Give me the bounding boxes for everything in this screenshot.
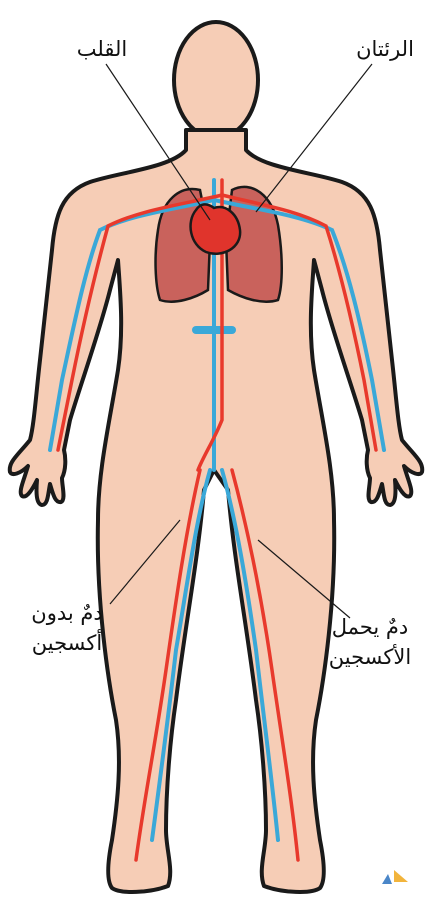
oxygenated-label-line1: دمٌ يحمل (318, 612, 422, 642)
publisher-logo-icon (382, 870, 408, 884)
heart (191, 204, 241, 253)
deoxygenated-blood-label: دمٌ بدون أكسجين (22, 598, 112, 658)
lungs-label: الرئتان (340, 34, 430, 64)
head (174, 22, 258, 138)
heart-label: القلب (62, 34, 142, 64)
deoxygenated-label-line1: دمٌ بدون (22, 598, 112, 628)
oxygenated-blood-label: دمٌ يحمل الأكسجين (318, 612, 422, 672)
oxygenated-label-line2: الأكسجين (318, 642, 422, 672)
deoxygenated-label-line2: أكسجين (22, 628, 112, 658)
